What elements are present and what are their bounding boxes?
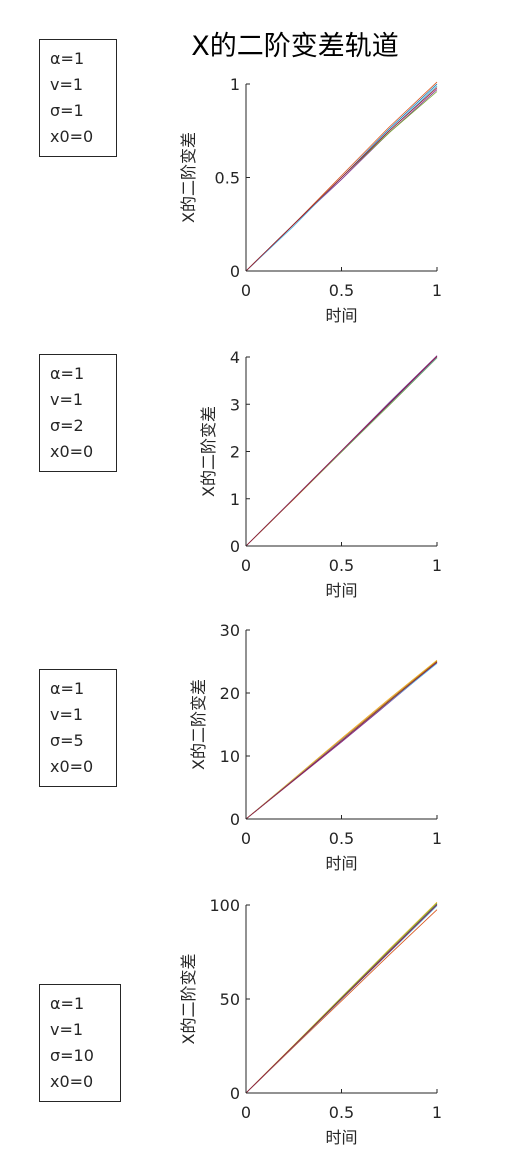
x-axis-label: 时间 [325,1128,357,1147]
series-line-7 [245,356,438,547]
subplot-4: 0 50 100 0 0.5 1 时间 X的二阶变差 [179,896,442,1147]
x-tick-label: 1 [432,281,442,300]
x-axis-label: 时间 [325,581,357,600]
x-tick-label: 0 [241,281,251,300]
y-tick-label: 30 [220,621,240,640]
legend-x0: x0=0 [50,757,94,776]
x-tick-label: 1 [432,1103,442,1122]
y-tick-label: 1 [230,75,240,94]
x-tick-label: 0 [241,1103,251,1122]
legend-x0: x0=0 [50,442,94,461]
y-tick-label: 50 [220,990,240,1009]
y-tick-label: 0 [230,262,240,281]
x-tick-label: 0.5 [329,281,354,300]
x-tick-label: 1 [432,829,442,848]
y-tick-label: 20 [220,684,240,703]
x-axis-label: 时间 [325,854,357,873]
figure-title: X的二阶变差轨道 [191,31,399,62]
legend-v: v=1 [50,705,84,724]
series-line-3 [245,659,438,820]
legend-x0: x0=0 [50,1072,94,1091]
x-tick-label: 0.5 [329,1103,354,1122]
y-axis-label: X的二阶变差 [179,954,198,1045]
y-axis-label: X的二阶变差 [179,132,198,223]
subplot-3: 0 10 20 30 0 0.5 1 时间 X的二阶变差 [189,621,442,873]
y-tick-label: 2 [230,443,240,462]
x-tick-label: 0.5 [329,829,354,848]
legend-x0: x0=0 [50,127,94,146]
legend-v: v=1 [50,390,84,409]
legend-v: v=1 [50,1020,84,1039]
legend-alpha: α=1 [50,994,85,1013]
x-tick-label: 1 [432,556,442,575]
legend-alpha: α=1 [50,49,85,68]
legend-alpha: α=1 [50,364,85,383]
y-tick-label: 0 [230,810,240,829]
legend-box-4: α=1 v=1 σ=10 x0=0 [39,984,121,1102]
legend-box-1: α=1 v=1 σ=1 x0=0 [39,39,117,157]
x-tick-label: 0.5 [329,556,354,575]
x-tick-label: 0 [241,829,251,848]
subplot-1: 0 0.5 1 0 0.5 1 时间 X的二阶变差 [179,75,442,325]
y-tick-label: 0.5 [215,169,240,188]
x-axis-label: 时间 [325,306,357,325]
y-tick-label: 10 [220,747,240,766]
legend-v: v=1 [50,75,84,94]
y-tick-label: 0 [230,1084,240,1103]
legend-sigma: σ=10 [50,1046,94,1065]
legend-sigma: σ=2 [50,416,84,435]
y-tick-label: 1 [230,490,240,509]
legend-sigma: σ=5 [50,731,84,750]
y-tick-label: 4 [230,348,240,367]
legend-box-2: α=1 v=1 σ=2 x0=0 [39,354,117,472]
y-tick-label: 0 [230,537,240,556]
x-tick-label: 0 [241,556,251,575]
legend-box-3: α=1 v=1 σ=5 x0=0 [39,669,117,787]
series-line-7 [245,87,438,272]
series-line-7 [245,661,438,820]
y-axis-label: X的二阶变差 [199,406,218,497]
legend-alpha: α=1 [50,679,85,698]
y-tick-label: 3 [230,395,240,414]
series-line-7 [245,904,438,1094]
legend-sigma: σ=1 [50,101,84,120]
y-tick-label: 100 [209,896,240,915]
y-axis-label: X的二阶变差 [189,679,208,770]
subplot-2: 0 1 2 3 4 0 0.5 1 时间 X的二阶变差 [199,348,442,600]
